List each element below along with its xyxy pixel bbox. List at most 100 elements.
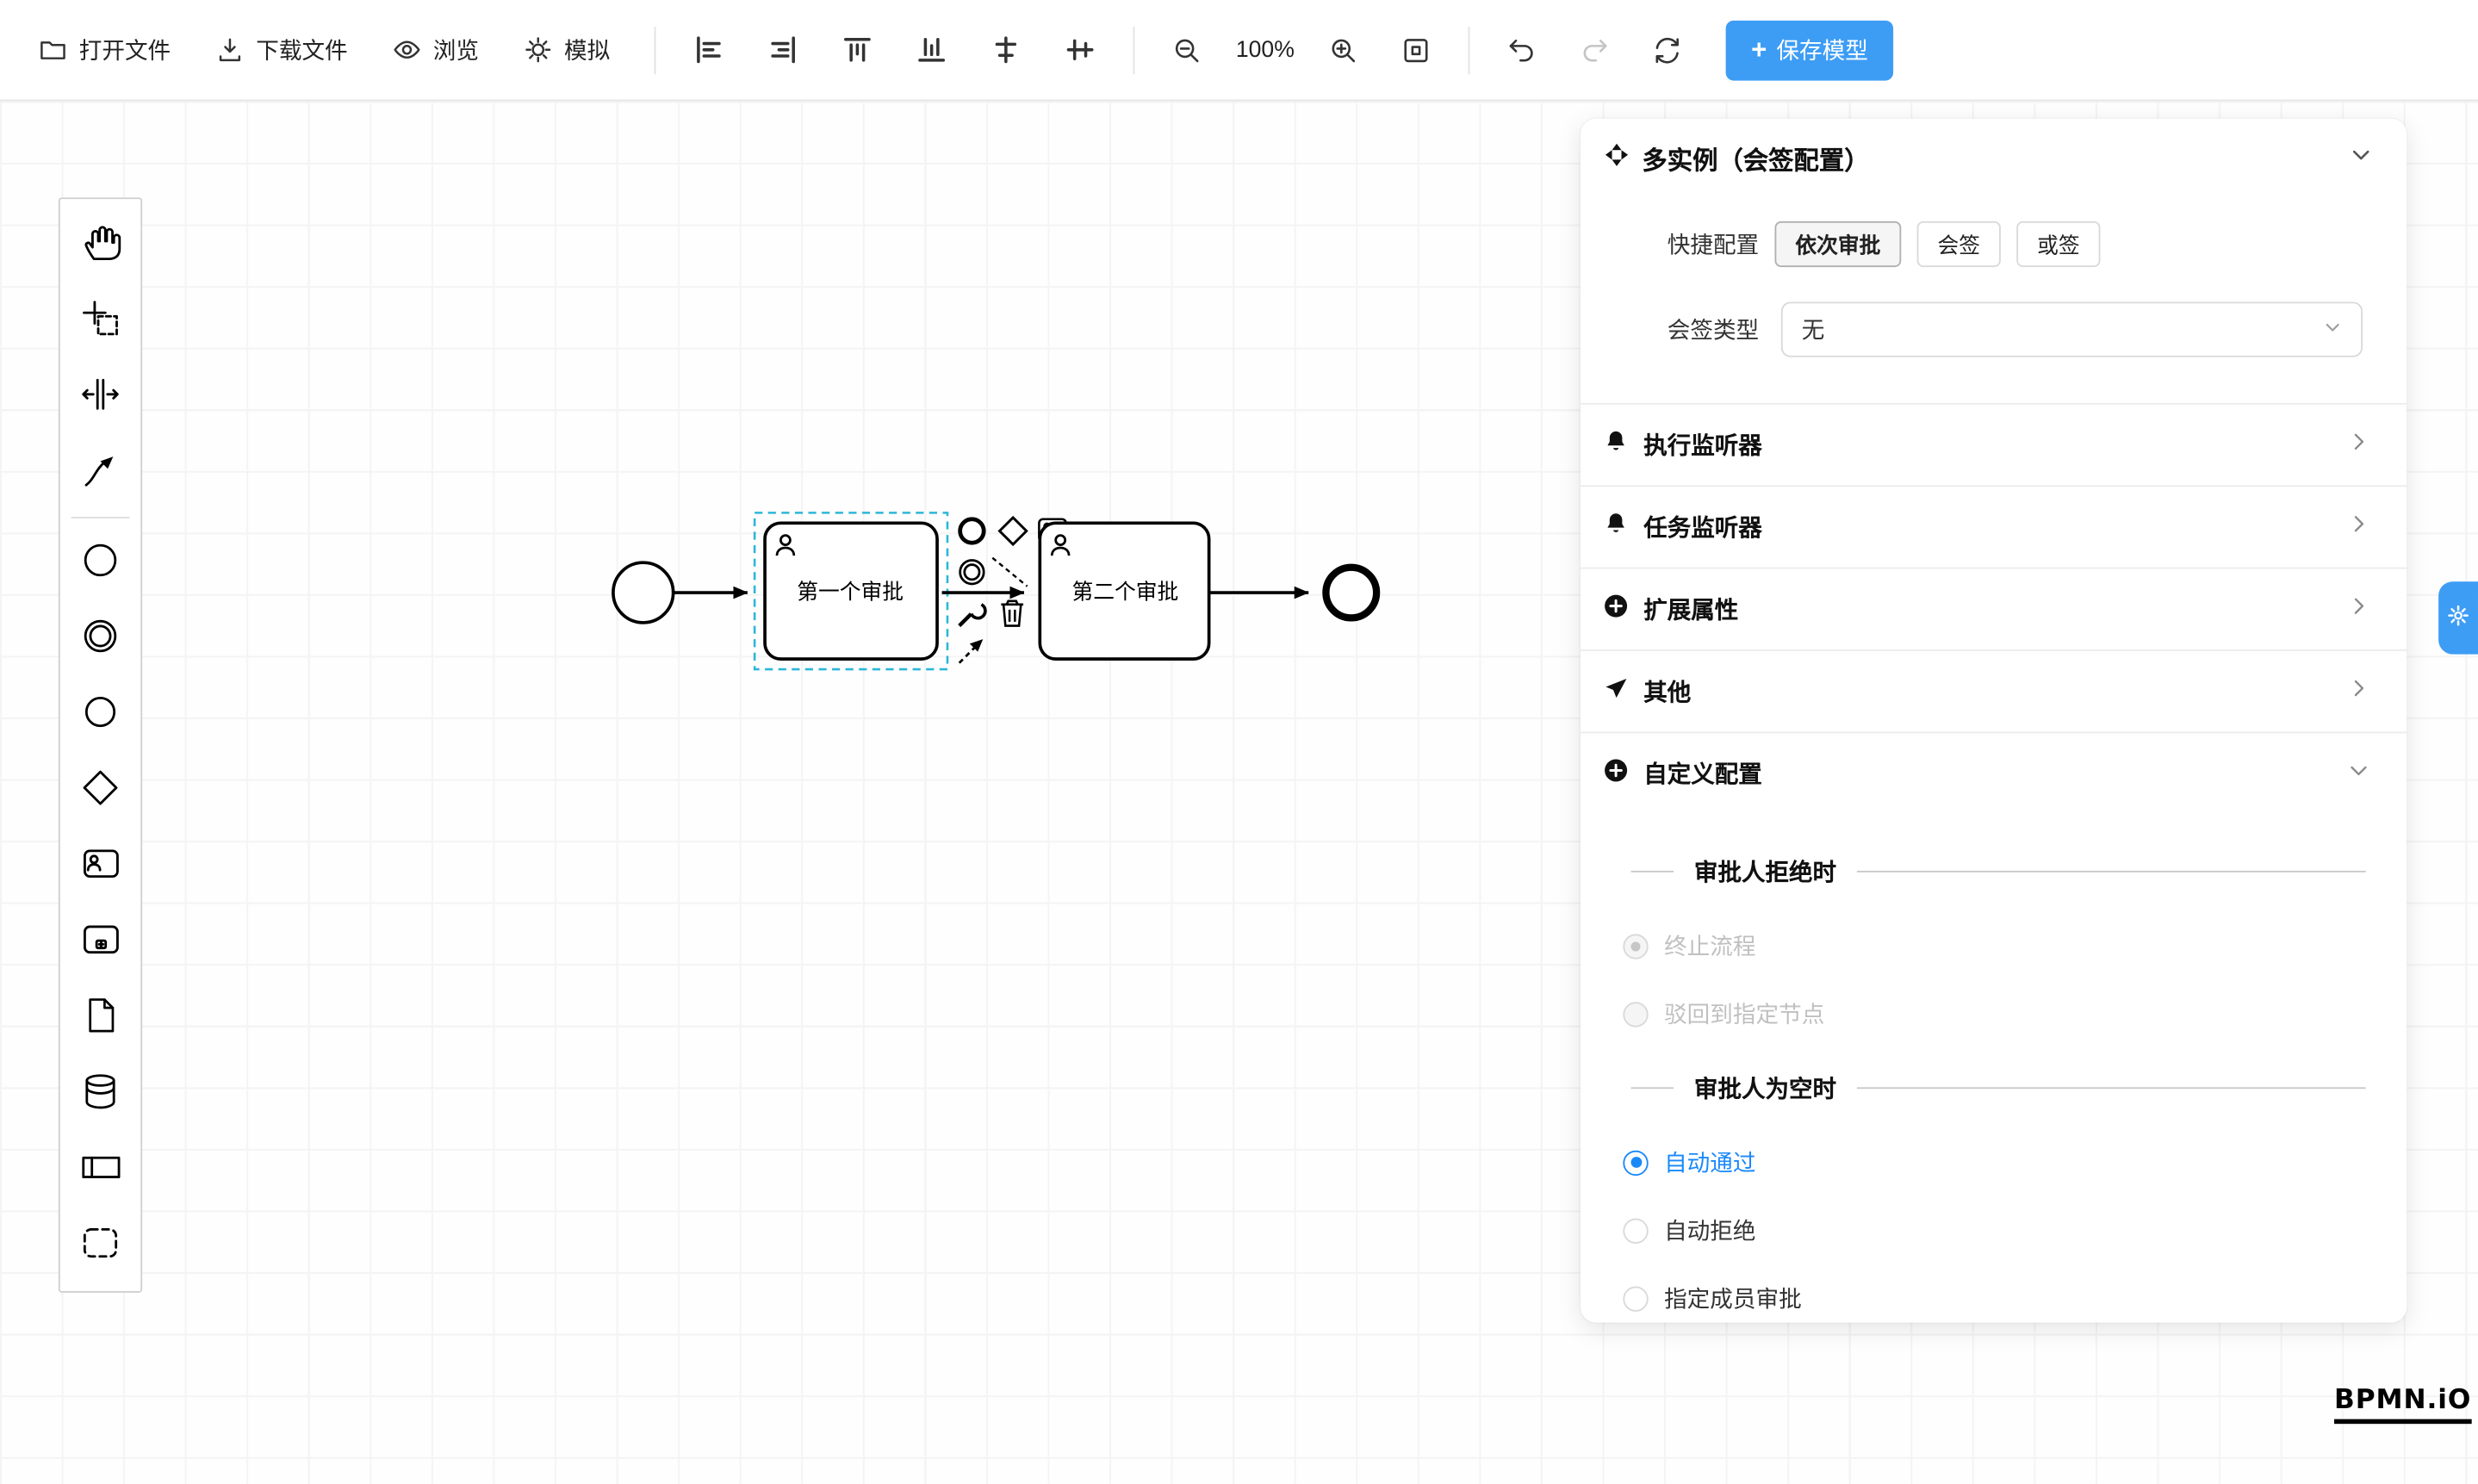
align-top-button[interactable] (831, 24, 884, 77)
section-extended-properties[interactable]: 扩展属性 (1580, 567, 2407, 649)
database-icon (79, 1070, 122, 1117)
download-file-button[interactable]: 下载文件 (199, 21, 363, 79)
quick-option-sequential[interactable]: 依次审批 (1774, 220, 1902, 267)
settings-tab[interactable] (2438, 581, 2478, 655)
hand-icon (79, 221, 122, 269)
fit-viewport-button[interactable] (1391, 24, 1442, 75)
download-icon (215, 34, 245, 65)
save-model-button[interactable]: + 保存模型 (1725, 19, 1894, 80)
section-others[interactable]: 其他 (1580, 649, 2407, 731)
bpmn-io-logo[interactable]: BPMN.iO (2334, 1384, 2472, 1425)
radio-terminate-process[interactable]: 终止流程 (1623, 933, 2407, 961)
chevron-down-icon (2350, 144, 2372, 172)
undo-button[interactable] (1497, 24, 1548, 75)
lasso-tool[interactable] (63, 283, 137, 358)
connect-arrow-icon (79, 449, 122, 496)
space-tool-icon (79, 373, 122, 420)
section-execution-listener[interactable]: 执行监听器 (1580, 402, 2407, 485)
create-group[interactable] (63, 1208, 137, 1283)
redo-button[interactable] (1569, 24, 1620, 75)
wrench-icon[interactable] (958, 603, 987, 628)
reset-button[interactable] (1643, 24, 1693, 75)
selection-outline (753, 512, 949, 671)
connect-preview-line (991, 556, 1028, 587)
radio-auto-pass[interactable]: 自动通过 (1623, 1149, 2407, 1177)
distribute-vertical-icon (1064, 34, 1097, 67)
create-participant[interactable] (63, 1132, 137, 1208)
align-right-button[interactable] (757, 24, 810, 77)
end-event[interactable] (1322, 563, 1381, 622)
group-icon (79, 1221, 122, 1269)
create-intermediate-event[interactable] (63, 600, 137, 676)
zoom-in-button[interactable] (1318, 24, 1369, 75)
user-task-2[interactable]: 第二个审批 (1038, 521, 1211, 661)
distribute-horizontal-icon (990, 34, 1023, 67)
download-file-label: 下载文件 (256, 39, 348, 65)
empty-divider: 审批人为空时 (1631, 1071, 2366, 1105)
document-icon (80, 994, 121, 1041)
hand-tool[interactable] (63, 207, 137, 283)
toolbar-divider (654, 26, 656, 74)
sign-type-value: 无 (1801, 319, 1825, 345)
align-left-icon (692, 34, 726, 67)
zoom-level: 100% (1235, 37, 1295, 63)
send-icon (1603, 674, 1630, 708)
create-user-task[interactable] (63, 828, 137, 903)
global-connect-tool[interactable] (63, 435, 137, 511)
section-task-listener[interactable]: 任务监听器 (1580, 485, 2407, 567)
connect-tool-icon[interactable] (958, 639, 984, 664)
toolbar-divider (1468, 26, 1470, 74)
create-gateway[interactable] (63, 752, 137, 828)
panel-header[interactable]: 多实例（会签配置） (1581, 119, 2407, 198)
create-subprocess[interactable] (63, 904, 137, 980)
distribute-horizontal-button[interactable] (980, 24, 1033, 77)
reject-divider: 审批人拒绝时 (1631, 855, 2366, 889)
space-tool[interactable] (63, 359, 137, 435)
create-data-store[interactable] (63, 1056, 137, 1132)
fit-viewport-icon (1400, 34, 1432, 65)
folder-icon (38, 34, 68, 65)
quick-option-countersign[interactable]: 会签 (1916, 220, 2001, 267)
diagram-canvas[interactable]: 第一个审批 (0, 101, 2478, 1484)
zoom-out-icon (1171, 34, 1203, 65)
radio-icon (1623, 1285, 1649, 1311)
append-end-event-icon[interactable] (958, 517, 986, 545)
redo-icon (1579, 34, 1611, 65)
open-file-button[interactable]: 打开文件 (22, 21, 187, 79)
palette-separator (71, 516, 130, 518)
chevron-right-icon (2349, 513, 2369, 540)
create-start-event[interactable] (63, 525, 137, 600)
chevron-right-icon (2349, 596, 2369, 623)
preview-button[interactable]: 浏览 (376, 21, 495, 79)
quick-config-label: 快捷配置 (1667, 233, 1760, 258)
append-intermediate-event-icon[interactable] (959, 559, 985, 586)
radio-reject-to-node[interactable]: 驳回到指定节点 (1623, 1000, 2407, 1028)
start-event-icon (79, 539, 122, 587)
section-custom-config[interactable]: 自定义配置 (1580, 731, 2407, 814)
append-receive-task-icon[interactable] (1045, 546, 1073, 567)
gateway-icon (79, 767, 122, 814)
quick-config-row: 快捷配置 依次审批 会签 或签 (1581, 220, 2363, 267)
align-left-button[interactable] (683, 24, 736, 77)
start-event[interactable] (612, 561, 675, 624)
radio-icon (1623, 1001, 1649, 1027)
zoom-out-button[interactable] (1162, 24, 1213, 75)
simulate-button[interactable]: 模拟 (507, 21, 626, 79)
align-bottom-button[interactable] (905, 24, 958, 77)
chevron-right-icon (2349, 432, 2369, 458)
chevron-down-icon (2349, 761, 2369, 787)
radio-assign-member[interactable]: 指定成员审批 (1623, 1285, 2407, 1313)
append-gateway-icon[interactable] (997, 515, 1028, 547)
user-task-1[interactable]: 第一个审批 (763, 521, 939, 661)
toolbar: 打开文件 下载文件 浏览 模拟 (0, 0, 2478, 102)
quick-option-orsign[interactable]: 或签 (2016, 220, 2101, 267)
distribute-vertical-button[interactable] (1054, 24, 1107, 77)
append-user-task-icon[interactable] (1038, 518, 1067, 543)
sign-type-select[interactable]: 无 (1780, 301, 2363, 357)
task-2-label: 第二个审批 (1071, 580, 1178, 604)
create-end-event[interactable] (63, 676, 137, 752)
create-data-object[interactable] (63, 980, 137, 1056)
radio-auto-reject[interactable]: 自动拒绝 (1623, 1217, 2407, 1245)
trash-icon[interactable] (1001, 599, 1024, 627)
